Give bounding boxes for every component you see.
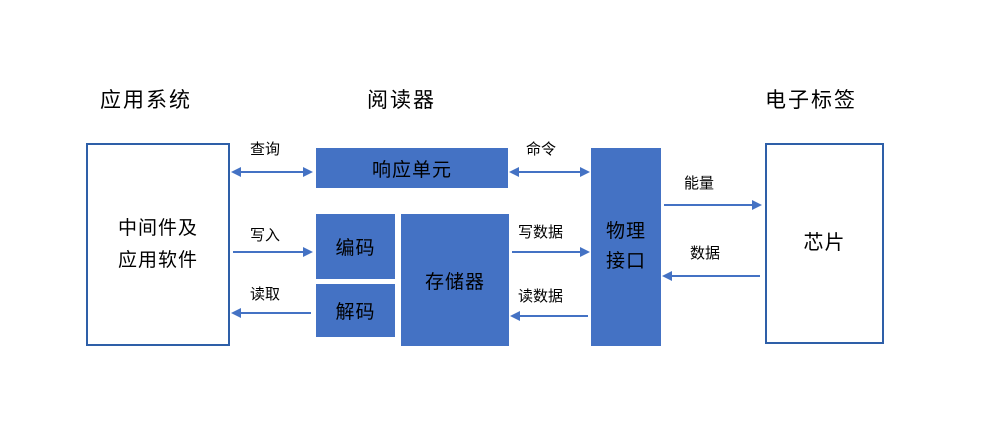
physical-interface-label-line2: 接口 [605,251,646,272]
write-data-arrow [512,251,588,253]
middleware-box: 中间件及 应用软件 [86,143,230,346]
data-arrow [664,275,760,277]
chip-box: 芯片 [765,143,884,344]
header-application-system: 应用系统 [100,89,192,112]
write-arrow-label: 写入 [250,227,281,244]
physical-interface-label-line1: 物理 [605,220,646,242]
command-arrow [511,171,588,173]
read-arrow [233,312,311,314]
data-arrow-label: 数据 [690,245,721,262]
encoder-box: 编码 [316,214,395,279]
header-reader: 阅读器 [367,89,436,112]
energy-arrow [664,204,760,206]
read-arrow-label: 读取 [250,286,281,303]
physical-interface-box: 物理 接口 [591,148,661,346]
middleware-label-line2: 应用软件 [117,249,198,271]
write-data-arrow-label: 写数据 [518,224,564,241]
energy-arrow-label: 能量 [684,175,715,192]
query-arrow-label: 查询 [250,141,281,158]
decoder-box: 解码 [316,284,395,337]
read-data-arrow-label: 读数据 [518,288,564,305]
header-electronic-tag: 电子标签 [765,89,857,112]
memory-box: 存储器 [401,214,509,346]
chip-label: 芯片 [803,232,846,254]
middleware-label-line1: 中间件及 [117,218,198,240]
query-arrow [233,171,311,173]
response-unit-box: 响应单元 [316,148,508,188]
read-data-arrow [512,315,588,317]
write-arrow [233,251,311,253]
command-arrow-label: 命令 [526,141,557,158]
